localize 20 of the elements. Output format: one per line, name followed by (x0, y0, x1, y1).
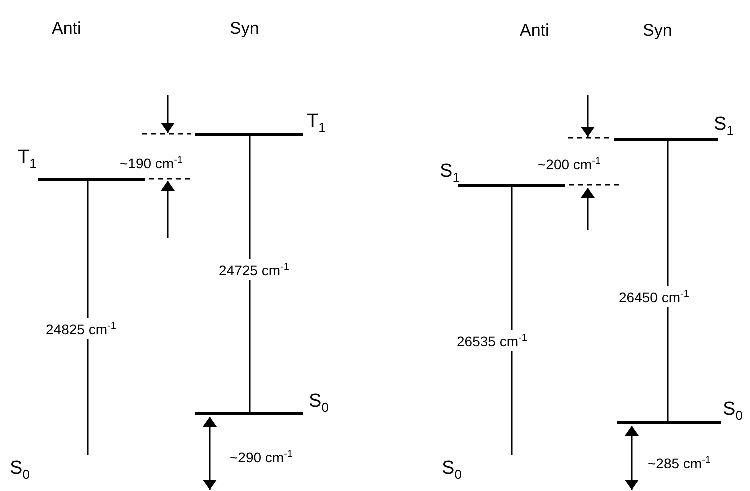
state-label: S$_{0}$ (309, 392, 329, 417)
transition-line (249, 136, 251, 412)
edge-label: 24725 cm$^{-1}$ (217, 259, 292, 280)
edge-label: 24825 cm$^{-1}$ (44, 318, 118, 339)
state-label: S$_{1}$ (714, 115, 734, 140)
state-label: T$_{1}$ (18, 148, 37, 173)
column-heading: Syn (642, 22, 674, 40)
state-label: T$_{1}$ (307, 112, 326, 137)
column-heading: Syn (229, 20, 260, 38)
column-heading: Anti (519, 22, 550, 40)
transition-line (511, 187, 513, 455)
transition-line (87, 181, 89, 455)
edge-label: 26450 cm$^{-1}$ (617, 286, 692, 307)
column-heading: Anti (51, 20, 82, 38)
state-label: S$_{0}$ (442, 459, 462, 484)
state-label: S$_{0}$ (723, 400, 743, 425)
edge-label: 26535 cm$^{-1}$ (455, 330, 530, 351)
state-label: S$_{0}$ (10, 459, 30, 484)
transition-line (667, 141, 669, 421)
state-label: S$_{1}$ (440, 162, 460, 187)
